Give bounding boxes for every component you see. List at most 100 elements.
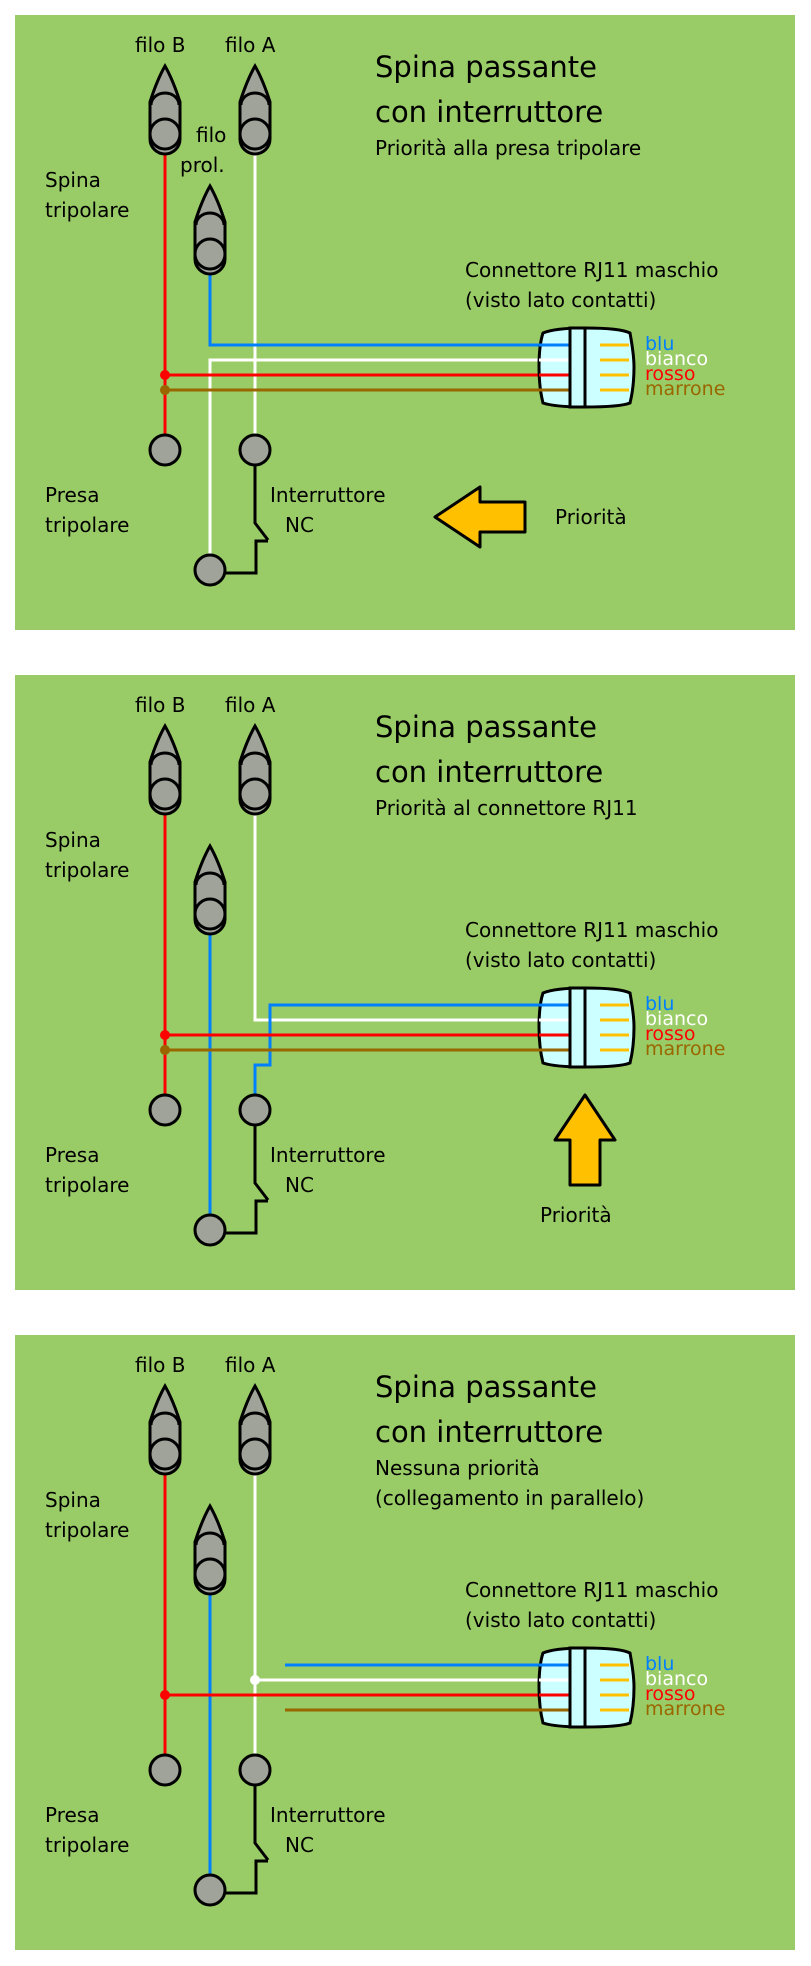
label-filo-a: filo A — [225, 33, 276, 57]
subtitle-line-1: Nessuna priorità — [375, 1456, 540, 1480]
label-switch-2: NC — [285, 1833, 314, 1857]
plug-pin-filo-a — [238, 62, 272, 156]
label-switch-1: Interruttore — [270, 1143, 386, 1167]
label-presa-2: tripolare — [45, 1833, 130, 1857]
socket-hole-prol — [193, 1213, 227, 1247]
switch-nc-symbol — [225, 1120, 270, 1235]
wire-blue — [208, 255, 570, 347]
label-filo-a: filo A — [225, 1353, 276, 1377]
wire-white-connector — [253, 795, 570, 1022]
switch-nc-symbol — [225, 460, 270, 575]
plug-pin-filo-b — [148, 62, 182, 156]
wire-color-legend: blu bianco rosso marrone — [645, 1653, 726, 1720]
label-spina-2: tripolare — [45, 858, 130, 882]
panel-priority-rj11: filo B filo A Spina tripolare Presa trip… — [15, 675, 795, 1290]
label-spina-1: Spina — [45, 828, 101, 852]
label-filo-prol-2: prol. — [180, 153, 225, 177]
switch-nc-symbol — [225, 1780, 270, 1895]
socket-hole-a — [238, 1093, 272, 1127]
wiring-diagram — [148, 62, 636, 587]
title-line-1: Spina passante — [375, 710, 598, 744]
junction-red — [160, 1030, 170, 1040]
panel-priority-socket: filo B filo A filo prol. Spina tripolare… — [15, 15, 795, 630]
junction-red — [160, 370, 170, 380]
plug-pin-filo-b — [148, 1382, 182, 1476]
rj11-connector — [537, 986, 636, 1069]
legend-marrone: marrone — [645, 1698, 726, 1720]
label-switch-1: Interruttore — [270, 483, 386, 507]
title-line-2: con interruttore — [375, 95, 604, 129]
label-switch-2: NC — [285, 513, 314, 537]
junction-red — [160, 1690, 170, 1700]
wire-white-connector — [208, 358, 570, 555]
legend-blu: blu — [645, 333, 675, 355]
wire-color-legend: blu bianco rosso marrone — [645, 333, 726, 400]
socket-hole-b — [148, 433, 182, 467]
panel-no-priority: filo B filo A Spina tripolare Presa trip… — [15, 1335, 795, 1950]
connector-label-2: (visto lato contatti) — [465, 1608, 657, 1632]
label-presa-1: Presa — [45, 1803, 100, 1827]
label-presa-2: tripolare — [45, 513, 130, 537]
title-line-1: Spina passante — [375, 50, 598, 84]
title-line-2: con interruttore — [375, 755, 604, 789]
priority-arrow-up-icon — [553, 1093, 617, 1187]
label-presa-2: tripolare — [45, 1173, 130, 1197]
priority-arrow-left-icon — [433, 485, 527, 549]
socket-hole-a — [238, 433, 272, 467]
connector-label-1: Connettore RJ11 maschio — [465, 918, 719, 942]
wiring-diagram — [148, 722, 636, 1247]
label-presa-1: Presa — [45, 483, 100, 507]
label-filo-b: filo B — [135, 33, 186, 57]
subtitle: Priorità al connettore RJ11 — [375, 796, 638, 820]
socket-hole-a — [238, 1753, 272, 1787]
connector-label-2: (visto lato contatti) — [465, 948, 657, 972]
rj11-connector — [537, 326, 636, 409]
label-spina-2: tripolare — [45, 1518, 130, 1542]
socket-hole-b — [148, 1753, 182, 1787]
legend-rosso: rosso — [645, 1683, 696, 1705]
legend-blu: blu — [645, 993, 675, 1015]
wire-color-legend: blu bianco rosso marrone — [645, 993, 726, 1060]
plug-pin-filo-prol — [193, 842, 227, 936]
socket-hole-prol — [193, 553, 227, 587]
wiring-diagram — [148, 1382, 636, 1907]
label-filo-b: filo B — [135, 1353, 186, 1377]
subtitle: Priorità alla presa tripolare — [375, 136, 642, 160]
subtitle-line-2: (collegamento in parallelo) — [375, 1486, 645, 1510]
plug-pin-filo-prol — [193, 1502, 227, 1596]
label-switch-2: NC — [285, 1173, 314, 1197]
label-spina-1: Spina — [45, 168, 101, 192]
plug-pin-filo-a — [238, 722, 272, 816]
label-filo-b: filo B — [135, 693, 186, 717]
legend-marrone: marrone — [645, 1038, 726, 1060]
connector-label-1: Connettore RJ11 maschio — [465, 258, 719, 282]
label-spina-2: tripolare — [45, 198, 130, 222]
plug-pin-filo-a — [238, 1382, 272, 1476]
junction-brown — [160, 1045, 170, 1055]
plug-pin-filo-b — [148, 722, 182, 816]
title-line-2: con interruttore — [375, 1415, 604, 1449]
label-presa-1: Presa — [45, 1143, 100, 1167]
label-filo-prol-1: filo — [196, 123, 227, 147]
wire-blue-connector — [253, 1003, 570, 1095]
connector-label-2: (visto lato contatti) — [465, 288, 657, 312]
legend-bianco: bianco — [645, 1668, 709, 1690]
label-spina-1: Spina — [45, 1488, 101, 1512]
junction-brown — [160, 385, 170, 395]
legend-blu: blu — [645, 1653, 675, 1675]
label-switch-1: Interruttore — [270, 1803, 386, 1827]
legend-rosso: rosso — [645, 1023, 696, 1045]
legend-bianco: bianco — [645, 348, 709, 370]
priority-label: Priorità — [555, 505, 627, 529]
junction-white — [250, 1675, 260, 1685]
connector-label-1: Connettore RJ11 maschio — [465, 1578, 719, 1602]
rj11-connector — [537, 1646, 636, 1729]
plug-pin-filo-prol — [193, 182, 227, 276]
title-line-1: Spina passante — [375, 1370, 598, 1404]
legend-rosso: rosso — [645, 363, 696, 385]
label-filo-a: filo A — [225, 693, 276, 717]
legend-bianco: bianco — [645, 1008, 709, 1030]
priority-label: Priorità — [540, 1203, 612, 1227]
legend-marrone: marrone — [645, 378, 726, 400]
socket-hole-b — [148, 1093, 182, 1127]
